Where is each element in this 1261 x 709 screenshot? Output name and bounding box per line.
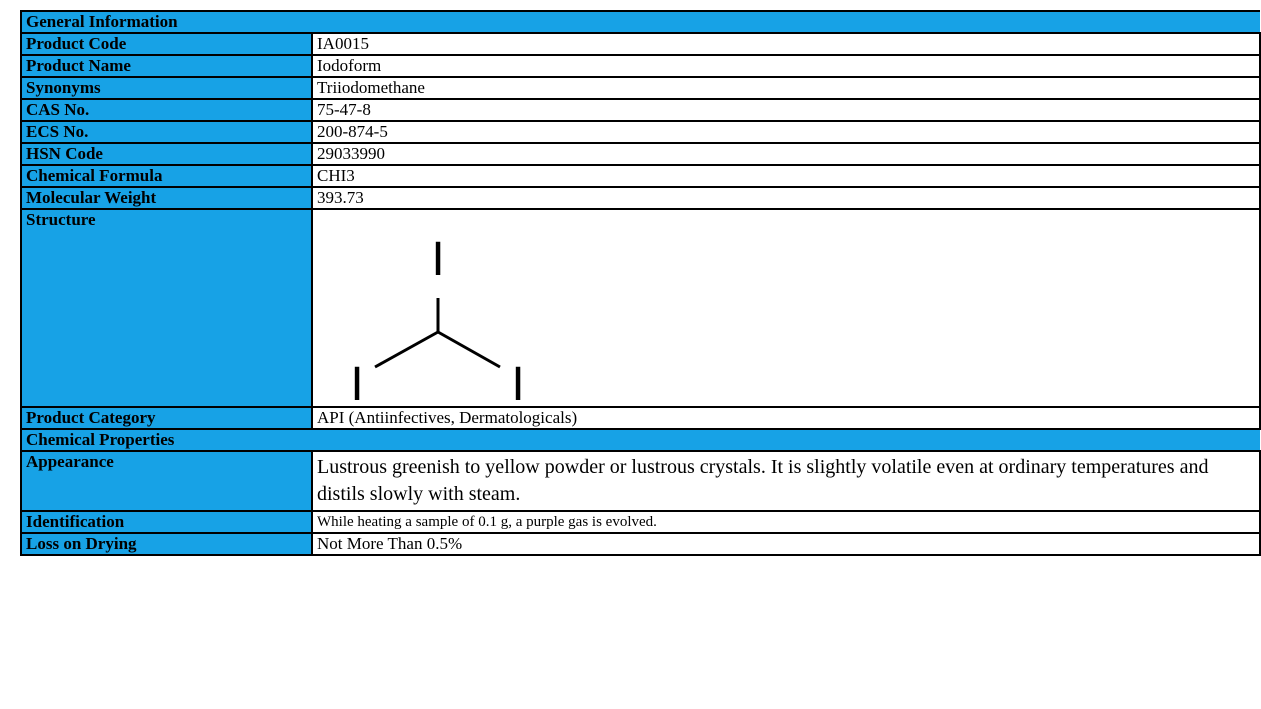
row-label: Product Code xyxy=(20,32,313,56)
section-title-chemical: Chemical Properties xyxy=(20,428,1260,452)
structure-row: Structure I I I xyxy=(20,208,1261,408)
section-title-general: General Information xyxy=(20,10,1260,34)
row-label: Synonyms xyxy=(20,76,313,100)
bond-line xyxy=(374,330,439,369)
spec-row: Chemical Formula CHI3 xyxy=(20,164,1261,188)
row-value: CHI3 xyxy=(311,164,1261,188)
spec-row: Identification While heating a sample of… xyxy=(20,510,1261,534)
atom-label: I xyxy=(511,358,524,406)
row-label: Identification xyxy=(20,510,313,534)
row-value: Iodoform xyxy=(311,54,1261,78)
spec-row: ECS No. 200-874-5 xyxy=(20,120,1261,144)
row-value: 29033990 xyxy=(311,142,1261,166)
spec-row: Product Code IA0015 xyxy=(20,32,1261,56)
atom-label: I xyxy=(350,358,363,406)
row-value: 393.73 xyxy=(311,186,1261,210)
spec-row: HSN Code 29033990 xyxy=(20,142,1261,166)
bond-line xyxy=(437,330,501,369)
row-label: Product Name xyxy=(20,54,313,78)
row-value: 200-874-5 xyxy=(311,120,1261,144)
row-label: ECS No. xyxy=(20,120,313,144)
spec-row: Appearance Lustrous greenish to yellow p… xyxy=(20,450,1261,512)
row-value: 75-47-8 xyxy=(311,98,1261,122)
spec-row: Synonyms Triiodomethane xyxy=(20,76,1261,100)
row-label: CAS No. xyxy=(20,98,313,122)
row-value: API (Antiinfectives, Dermatologicals) xyxy=(311,406,1261,430)
row-value: Not More Than 0.5% xyxy=(311,532,1261,556)
section-row-general: General Information xyxy=(20,10,1260,34)
row-label: Product Category xyxy=(20,406,313,430)
row-value: IA0015 xyxy=(311,32,1261,56)
structure-diagram: I I I xyxy=(350,233,524,406)
structure-label: Structure xyxy=(20,208,313,408)
spec-row: Product Category API (Antiinfectives, De… xyxy=(20,406,1261,430)
row-value: Triiodomethane xyxy=(311,76,1261,100)
row-label: Chemical Formula xyxy=(20,164,313,188)
row-label: HSN Code xyxy=(20,142,313,166)
spec-row: Molecular Weight 393.73 xyxy=(20,186,1261,210)
spec-row: CAS No. 75-47-8 xyxy=(20,98,1261,122)
row-label: Molecular Weight xyxy=(20,186,313,210)
row-value: While heating a sample of 0.1 g, a purpl… xyxy=(311,510,1261,534)
spec-row: Product Name Iodoform xyxy=(20,54,1261,78)
atom-label: I xyxy=(431,233,444,286)
row-label: Appearance xyxy=(20,450,313,512)
product-spec-sheet: General Information Product Code IA0015 … xyxy=(20,10,1261,556)
section-row-chemical: Chemical Properties xyxy=(20,428,1260,452)
spec-table: General Information Product Code IA0015 … xyxy=(20,10,1261,556)
spec-row: Loss on Drying Not More Than 0.5% xyxy=(20,532,1261,556)
row-label: Loss on Drying xyxy=(20,532,313,556)
structure-cell: I I I xyxy=(311,208,1261,408)
row-value: Lustrous greenish to yellow powder or lu… xyxy=(311,450,1261,512)
